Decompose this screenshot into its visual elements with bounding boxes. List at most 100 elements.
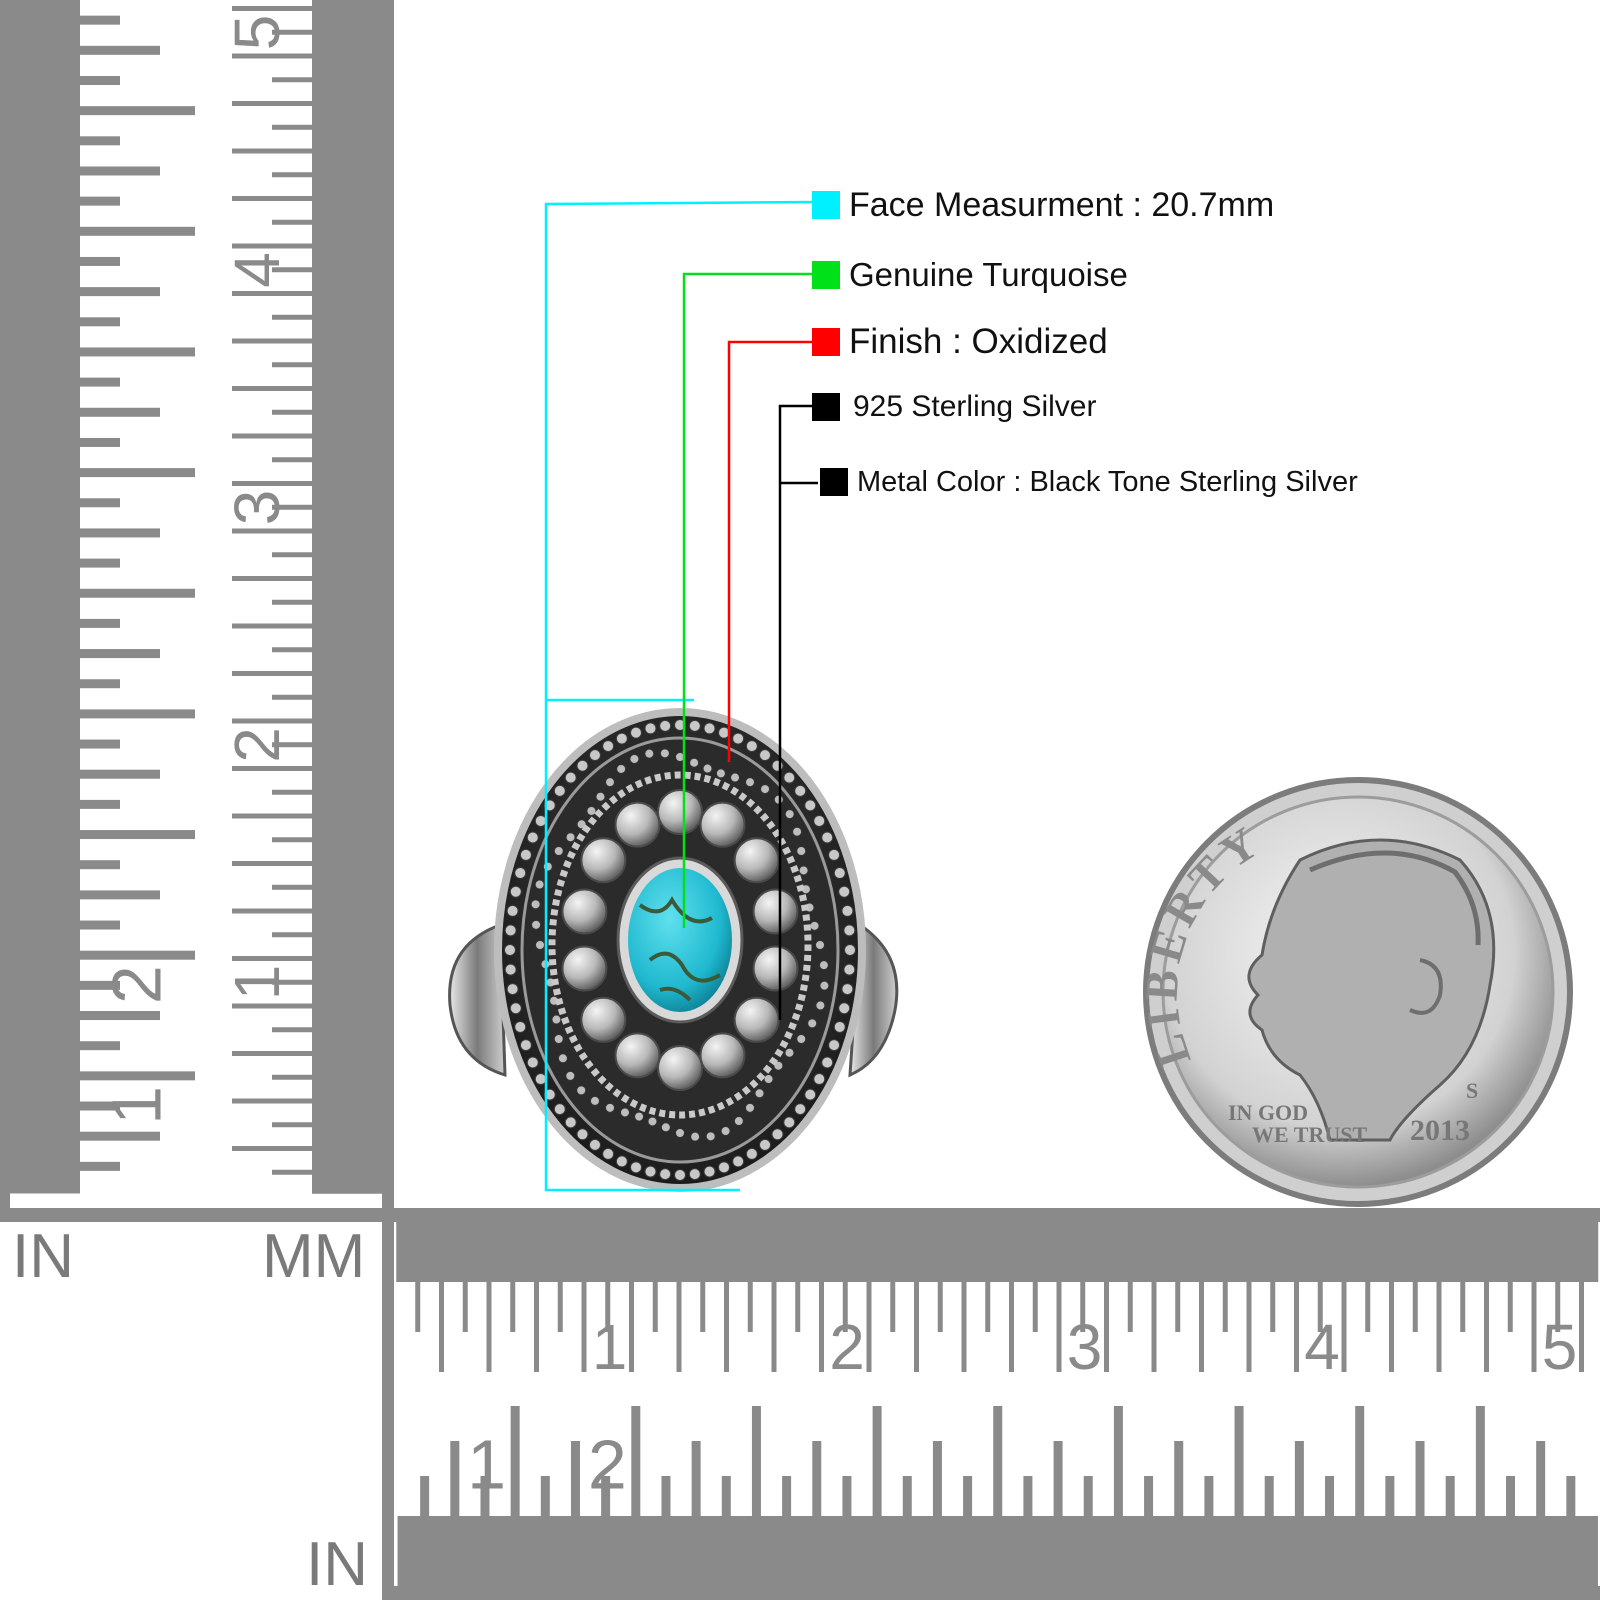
horizontal-mm-tick [1365,1222,1371,1332]
horizontal-cm-number: 2 [829,1311,865,1383]
horizontal-mm-tick [1574,1222,1580,1282]
horizontal-mm-tick [1246,1222,1252,1372]
horizontal-mm-tick [1422,1222,1428,1282]
horizontal-inch-tick [661,1476,671,1586]
ring-bead [506,983,519,996]
vertical-mm-tick [312,899,382,904]
horizontal-mm-tick [1593,1222,1599,1282]
horizontal-inch-tick [736,1516,746,1586]
vertical-inch-tick [10,905,80,915]
horizontal-inch-tick [774,1516,784,1586]
vertical-mm-tick [232,481,382,486]
horizontal-mm-tick [1218,1222,1223,1282]
vertical-mm-tick [312,561,382,567]
vertical-mm-tick [232,386,382,391]
horizontal-mm-tick [1009,1222,1014,1372]
horizontal-mm-tick [690,1222,696,1282]
vertical-inch-tick [10,943,80,953]
vertical-mm-tick [312,604,382,610]
dime-portrait-ear [1409,958,1443,1015]
vertical-mm-tick [312,253,382,258]
vertical-mm-tick [312,1079,382,1085]
vertical-mm-tick [312,1055,382,1061]
vertical-mm-tick [312,775,382,781]
horizontal-inch-tick [1506,1476,1516,1586]
horizontal-inch-tick [1294,1441,1304,1586]
vertical-mm-tick [312,134,382,140]
ring-dome-circle [561,789,799,1091]
horizontal-mm-tick [671,1222,677,1282]
ring-bead [794,784,807,797]
horizontal-inch-tick [1400,1516,1410,1586]
vertical-mm-tick [272,837,382,843]
horizontal-mm-tick [591,1222,596,1282]
horizontal-mm-tick [415,1222,421,1332]
horizontal-mm-tick [928,1222,934,1282]
ring-dome [580,996,627,1043]
vertical-mm-tick [312,400,382,406]
vertical-mm-tick [312,34,382,40]
horizontal-mm-tick [861,1222,867,1282]
horizontal-mm-tick [1398,1222,1404,1282]
horizontal-inch-tick [1475,1406,1485,1586]
horizontal-mm-tick [876,1222,881,1282]
vertical-inch-tick [10,505,80,515]
horizontal-inch-tick [593,1516,603,1586]
vertical-mm-tick [312,794,382,800]
vertical-mm-tick [272,599,382,605]
vertical-inch-tick [10,407,160,417]
dime-motto-line1: IN GOD [1228,1100,1308,1125]
ring-bead [784,809,795,820]
horizontal-mm-tick [1189,1222,1195,1282]
horizontal-inch-tick [910,1516,920,1586]
horizontal-mm-tick [1085,1222,1090,1282]
vertical-mm-tick [312,272,382,277]
horizontal-mm-tick [1142,1222,1147,1282]
ring-bead [509,885,522,898]
horizontal-mm-tick [1531,1222,1537,1372]
vertical-inch-tick [10,377,120,387]
vertical-mm-tick [232,291,382,296]
vertical-inch-tick [10,618,120,628]
horizontal-inch-tick [1317,1516,1327,1586]
vertical-inch-tick [10,1139,80,1149]
horizontal-mm-tick [990,1222,995,1282]
vertical-inch-tick [10,611,80,621]
ring-bead [688,1168,701,1181]
horizontal-mm-tick [937,1222,943,1332]
vertical-mm-tick [312,1032,382,1037]
horizontal-inch-tick [1521,1516,1531,1586]
horizontal-mm-tick [1512,1222,1518,1282]
ring-bead [551,1014,562,1025]
vertical-mm-tick [312,466,382,472]
vertical-inch-tick [10,460,80,470]
ring-bead [807,1018,818,1029]
horizontal-inch-tick [1053,1441,1063,1586]
horizontal-mm-tick [975,1222,981,1282]
horizontal-mm-tick [1275,1222,1280,1282]
ring-bead [688,719,701,732]
vertical-inch-tick [10,709,195,719]
horizontal-mm-tick [1450,1222,1456,1282]
cyan-swatch [812,191,840,219]
horizontal-mm-tick [576,1222,582,1282]
ring-dome [580,837,627,884]
horizontal-mm-tick [581,1222,587,1372]
horizontal-mm-tick [719,1222,725,1282]
horizontal-inch-tick [917,1516,927,1586]
vertical-mm-tick [312,818,382,824]
horizontal-mm-tick [1265,1222,1271,1282]
horizontal-inch-tick [450,1441,460,1586]
ring-bead [576,759,589,772]
horizontal-mm-tick [961,1222,967,1372]
horizontal-mm-tick [1037,1222,1043,1282]
horizontal-mm-tick [947,1222,953,1282]
ring-bead [564,1116,577,1129]
vertical-mm-tick [312,666,382,672]
spec-metal-color: Metal Color : Black Tone Sterling Silver [812,462,1358,502]
ring-dome [733,837,780,884]
horizontal-mm-tick [534,1222,539,1372]
horizontal-mm-tick [1156,1222,1162,1282]
ring-bead [690,1131,701,1142]
